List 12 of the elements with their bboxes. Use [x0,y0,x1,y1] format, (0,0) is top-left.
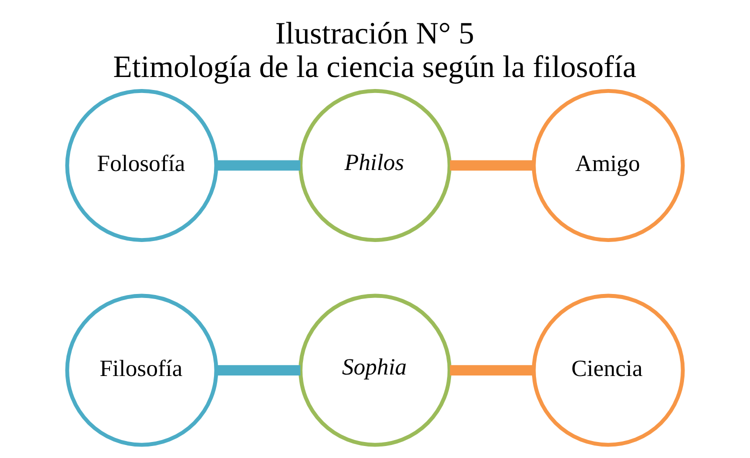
node-circle: Sophia [298,294,452,447]
diagram-title: Ilustración N° 5 [275,15,474,50]
node-circle: Philos [298,89,452,242]
node-circle: Ciencia [532,294,685,447]
connector [216,160,300,171]
node-circle: Filosofía [65,294,218,447]
connector [450,365,534,376]
connector [216,365,300,376]
node-circle: Amigo [532,89,685,242]
node-circle: Folosofía [65,89,218,242]
connector [450,160,534,171]
caption: Etimología de la ciencia según la filosofía [113,48,636,84]
